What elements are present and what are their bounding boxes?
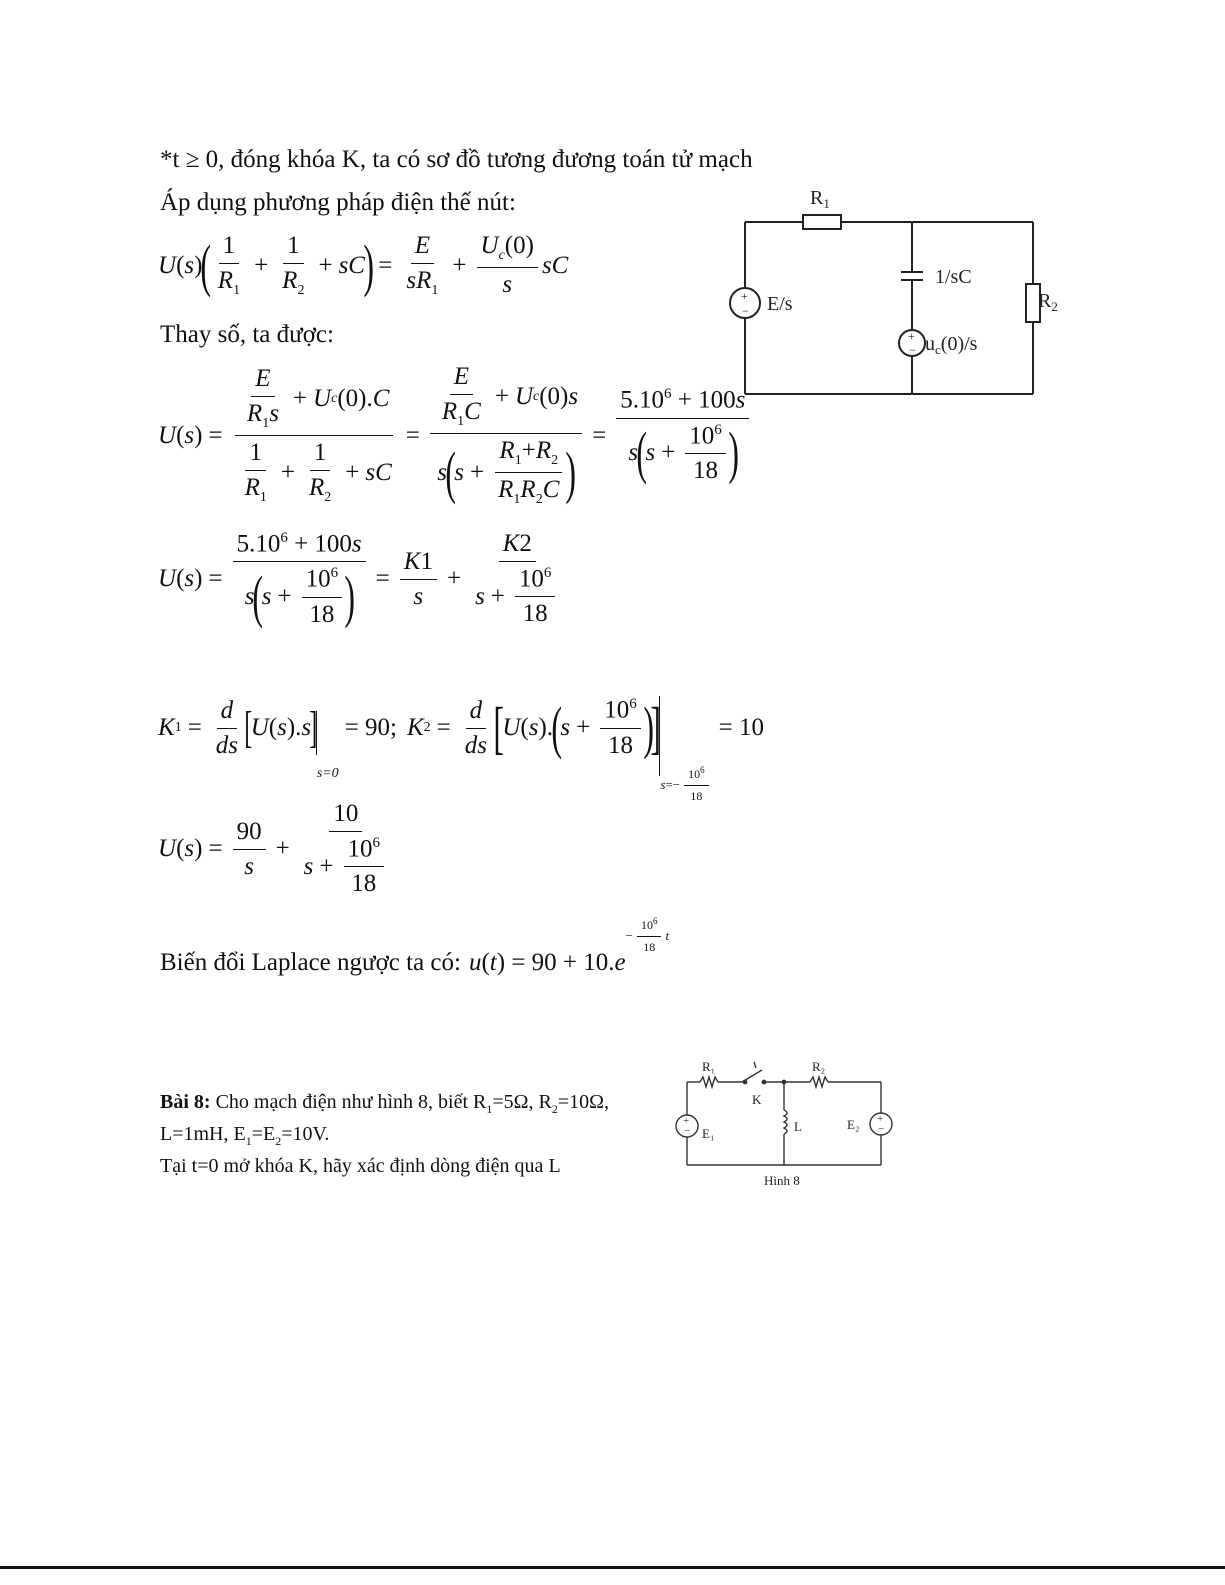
- svg-text:−: −: [684, 1125, 690, 1137]
- problem-8-line-2: L=1mH, E1=E2=10V.: [160, 1123, 330, 1148]
- r1-label: R1: [810, 187, 830, 211]
- svg-text:+: +: [908, 329, 915, 343]
- k2-value: = 10: [718, 714, 764, 741]
- svg-text:+: +: [877, 1113, 883, 1125]
- intro-line: *t ≥ 0, đóng khóa K, ta có sơ đồ tương đ…: [160, 146, 753, 173]
- svg-text:−: −: [878, 1123, 884, 1135]
- method-line: Áp dụng phương pháp điện thế nút:: [160, 189, 516, 216]
- fig8-l-label: L: [794, 1119, 802, 1134]
- subst-line: Thay số, ta được:: [160, 321, 334, 348]
- r2-label: R2: [1038, 290, 1058, 314]
- fig8-e1-label: E₁: [702, 1126, 714, 1141]
- svg-text:+: +: [683, 1115, 689, 1127]
- k1-value: = 90;: [344, 714, 397, 741]
- source1-label: E/s: [767, 293, 793, 315]
- svg-text:+: +: [741, 289, 748, 303]
- problem-8-text: Bài 8: Cho mạch điện như hình 8, biết R1…: [160, 1090, 609, 1179]
- equivalent-circuit: + − + − R1 1/sC R2 E/s uc(0)/s: [729, 187, 1058, 395]
- problem-8-line-1: Bài 8: Cho mạch điện như hình 8, biết R1…: [160, 1091, 610, 1116]
- fig8-r1-label: R₁: [702, 1059, 715, 1074]
- svg-text:−: −: [909, 343, 916, 357]
- source2-label: uc(0)/s: [925, 333, 978, 357]
- fig8-k-label: K: [752, 1092, 762, 1107]
- fig8-caption: Hình 8: [764, 1173, 800, 1188]
- inverse-laplace-line: Biến đổi Laplace ngược ta có: u(t) = 90 …: [160, 916, 670, 976]
- inverse-label: Biến đổi Laplace ngược ta có:: [160, 949, 461, 976]
- fig8-e2-label: E₂: [847, 1117, 859, 1132]
- page-bottom-rule: [0, 1566, 1225, 1569]
- cap-label: 1/sC: [935, 266, 972, 288]
- svg-text:−: −: [742, 304, 749, 318]
- fig8-r2-label: R₂: [812, 1059, 825, 1074]
- figure-8-circuit: +− +− R₁ R₂ K L E₁ E₂ Hình 8: [675, 1059, 893, 1188]
- problem-8-line-3: Tại t=0 mở khóa K, hãy xác định dòng điệ…: [160, 1155, 561, 1177]
